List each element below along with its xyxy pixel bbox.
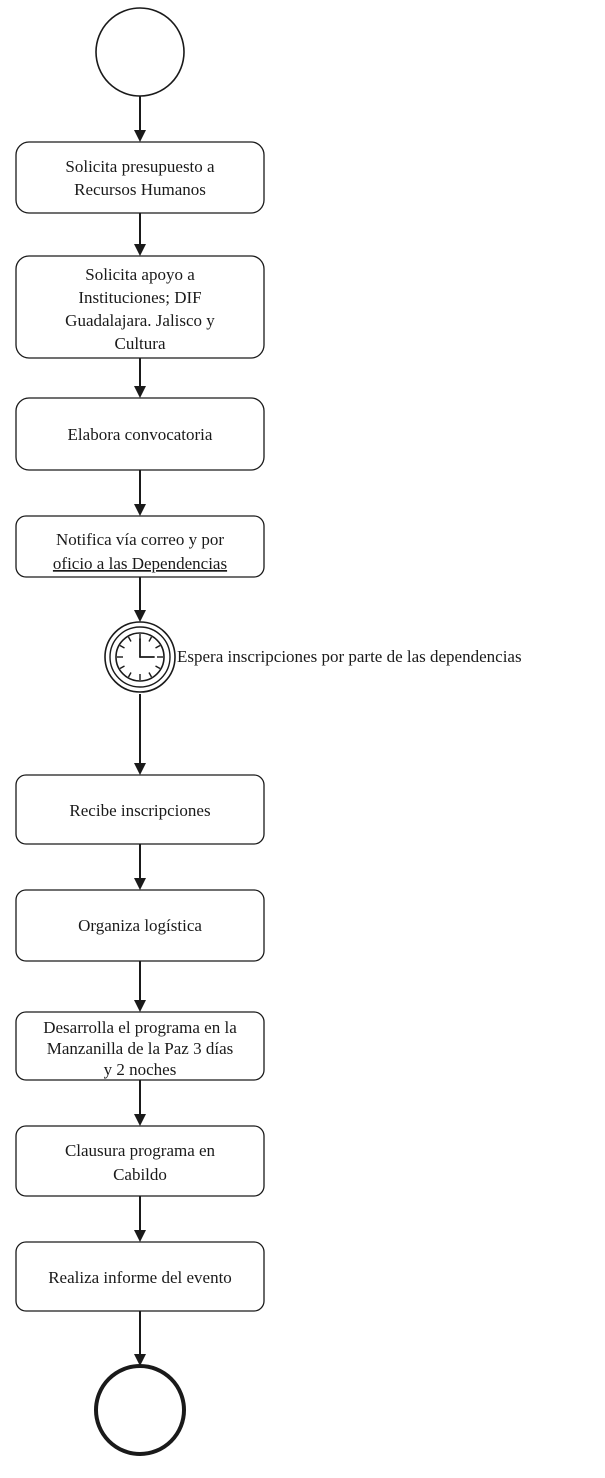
step-2-label-line-2: Instituciones; DIF bbox=[78, 288, 201, 307]
step-8: Clausura programa en Cabildo bbox=[15, 1125, 265, 1197]
step-3-box bbox=[15, 397, 265, 471]
step-1-label-line-2: Recursos Humanos bbox=[74, 180, 206, 199]
step-5-box bbox=[15, 774, 265, 845]
step-4-label-line-2: oficio a las Dependencias bbox=[53, 554, 227, 573]
step-4-box bbox=[15, 515, 265, 578]
timer-event: Espera inscripciones por parte de las de… bbox=[104, 621, 522, 693]
step-8-box bbox=[15, 1125, 265, 1197]
step-7: Desarrolla el programa en la Manzanilla … bbox=[15, 1011, 265, 1081]
step-8-label-line-2: Cabildo bbox=[113, 1165, 167, 1184]
step-2-label-line-4: Cultura bbox=[115, 334, 166, 353]
step-3-label-line-1: Elabora convocatoria bbox=[68, 425, 213, 444]
step-1-label-line-1: Solicita presupuesto a bbox=[65, 157, 215, 176]
step-6-label-line-1: Organiza logística bbox=[78, 916, 202, 935]
step-8-label-line-1: Clausura programa en bbox=[65, 1141, 216, 1160]
step-4: Notifica vía correo y por oficio a las D… bbox=[15, 515, 265, 578]
step-6-box bbox=[15, 889, 265, 962]
clock-icon-ticks bbox=[117, 634, 163, 680]
step-2: Solicita apoyo a Instituciones; DIF Guad… bbox=[15, 255, 265, 359]
step-2-box bbox=[15, 255, 265, 359]
step-5-label-line-1: Recibe inscripciones bbox=[69, 801, 210, 820]
step-7-label-line-3: y 2 noches bbox=[104, 1060, 177, 1079]
step-1-box bbox=[15, 141, 265, 214]
step-9-label-line-1: Realiza informe del evento bbox=[48, 1268, 232, 1287]
step-2-label-line-3: Guadalajara. Jalisco y bbox=[65, 311, 215, 330]
step-7-label-line-1: Desarrolla el programa en la bbox=[43, 1018, 237, 1037]
clock-icon-hands bbox=[139, 638, 155, 658]
step-5: Recibe inscripciones bbox=[15, 774, 265, 845]
step-9-box bbox=[15, 1241, 265, 1312]
step-9: Realiza informe del evento bbox=[15, 1241, 265, 1312]
step-7-box bbox=[15, 1011, 265, 1081]
step-1: Solicita presupuesto a Recursos Humanos bbox=[15, 141, 265, 214]
timer-event-label: Espera inscripciones por parte de las de… bbox=[177, 647, 522, 666]
step-7-label-line-2: Manzanilla de la Paz 3 días bbox=[47, 1039, 233, 1058]
start-event bbox=[95, 7, 185, 97]
step-2-label-line-1: Solicita apoyo a bbox=[85, 265, 195, 284]
step-6: Organiza logística bbox=[15, 889, 265, 962]
step-3: Elabora convocatoria bbox=[15, 397, 265, 471]
end-event bbox=[94, 1364, 186, 1456]
step-4-label-line-1: Notifica vía correo y por bbox=[56, 530, 224, 549]
